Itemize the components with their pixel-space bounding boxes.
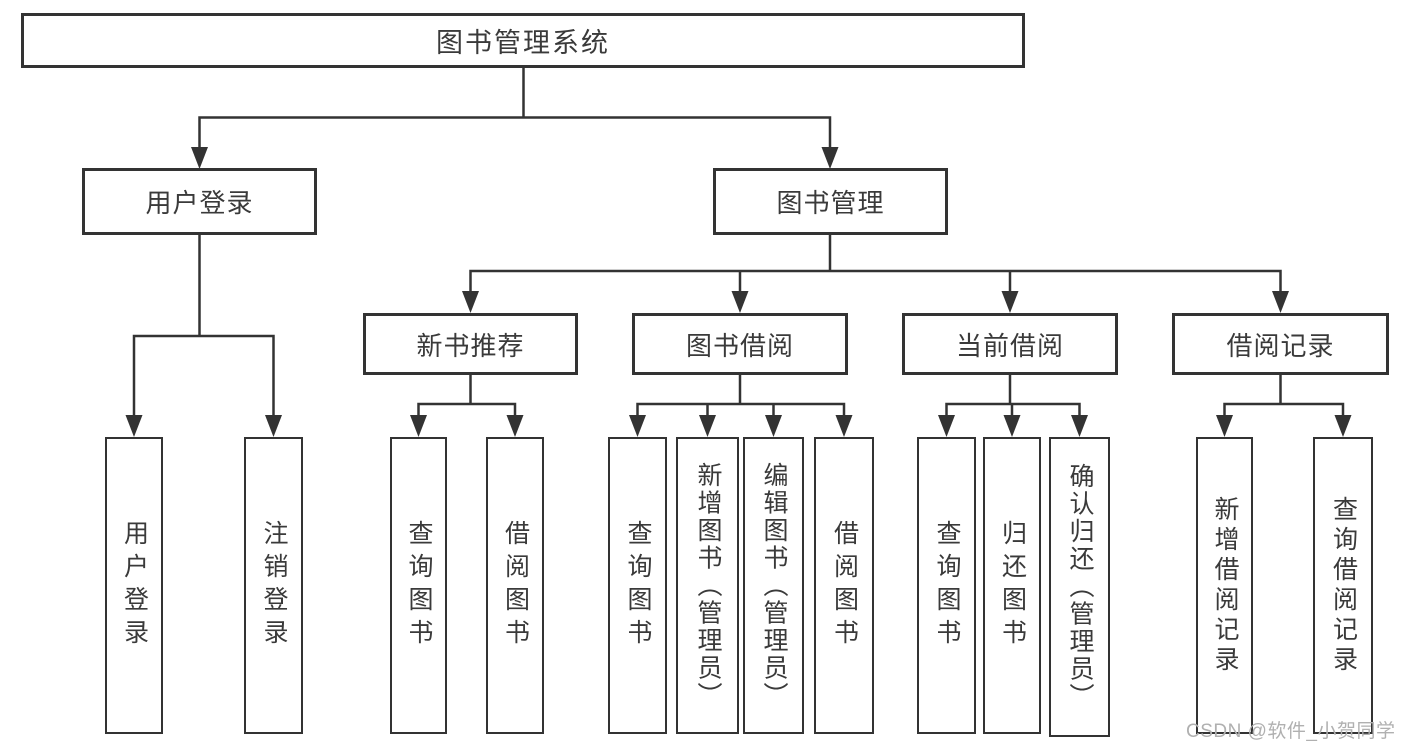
connector-book-borrow-to-leaves	[629, 375, 853, 437]
arrowhead	[765, 415, 782, 437]
connector-root-to-level2	[191, 68, 839, 169]
arrowhead	[1001, 291, 1019, 313]
leaf-user-login: 用户登录	[105, 437, 163, 734]
arrowhead	[1272, 291, 1289, 313]
leaf-borrow-query-books: 查询图书	[608, 437, 667, 734]
node-root-system: 图书管理系统	[21, 13, 1025, 68]
arrowhead	[731, 291, 749, 313]
leaf-newbook-borrow-books: 借阅图书	[486, 437, 544, 734]
arrowhead	[462, 291, 479, 313]
arrowhead	[629, 415, 646, 437]
leaf-current-query-books: 查询图书	[917, 437, 976, 734]
arrowhead	[410, 415, 427, 437]
node-current-borrow: 当前借阅	[902, 313, 1118, 375]
arrowhead	[821, 147, 839, 169]
arrowhead	[191, 147, 208, 169]
arrowhead	[125, 415, 143, 437]
arrowhead	[1003, 415, 1021, 437]
connector-book-mgmt-to-level3	[462, 235, 1289, 313]
leaf-records-query-record: 查询借阅记录	[1313, 437, 1373, 734]
leaf-borrow-borrow-books: 借阅图书	[814, 437, 874, 734]
leaf-borrow-add-books-admin: 新增图书（管理员）	[676, 437, 739, 734]
arrowhead	[938, 415, 955, 437]
leaf-records-add-record: 新增借阅记录	[1196, 437, 1253, 734]
connector-new-book-to-leaves	[410, 375, 524, 437]
leaf-borrow-edit-books-admin: 编辑图书（管理员）	[743, 437, 804, 734]
arrowhead	[1216, 415, 1233, 437]
arrowhead	[835, 415, 853, 437]
node-book-management: 图书管理	[713, 168, 948, 235]
arrowhead	[265, 415, 282, 437]
connector-user-login-to-leaves	[125, 235, 282, 437]
arrowhead	[699, 415, 716, 437]
leaf-newbook-query-books: 查询图书	[390, 437, 447, 734]
connector-current-borrow-to-leaves	[938, 375, 1088, 437]
arrowhead	[1334, 415, 1352, 437]
node-new-book-recommend: 新书推荐	[363, 313, 578, 375]
arrowhead	[1071, 415, 1088, 437]
node-borrow-records: 借阅记录	[1172, 313, 1389, 375]
leaf-current-confirm-return-admin: 确认归还（管理员）	[1049, 437, 1110, 737]
connector-borrow-records-to-leaves	[1216, 375, 1352, 437]
node-user-login: 用户登录	[82, 168, 317, 235]
arrowhead	[506, 415, 524, 437]
leaf-current-return-books: 归还图书	[983, 437, 1041, 734]
node-book-borrow: 图书借阅	[632, 313, 848, 375]
leaf-logout: 注销登录	[244, 437, 303, 734]
watermark: CSDN @软件_小贺同学	[1186, 721, 1396, 742]
